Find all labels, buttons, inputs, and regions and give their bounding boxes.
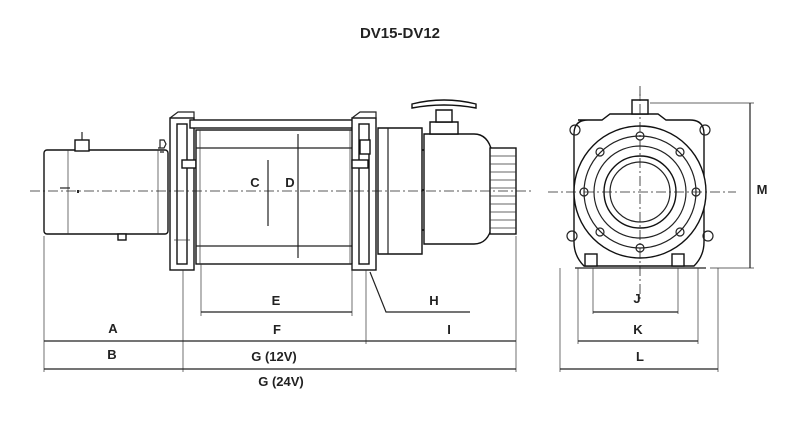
label-l: L [636, 349, 644, 364]
label-k: K [633, 322, 643, 337]
label-i: I [447, 322, 451, 337]
motor-terminal [74, 139, 90, 152]
label-h: H [429, 293, 438, 308]
label-f: F [273, 322, 281, 337]
motor-foot [117, 233, 127, 241]
label-m: M [757, 182, 768, 197]
drawing-title: DV15-DV12 [360, 25, 440, 42]
drum [195, 129, 355, 265]
terminal-bolt [158, 139, 167, 153]
brake-housing [423, 133, 493, 245]
label-c: C [250, 175, 260, 190]
label-a: A [108, 321, 118, 336]
clutch-handle [411, 99, 477, 109]
dim-h-leader [369, 271, 470, 313]
label-e: E [272, 293, 281, 308]
label-g-12v: G (12V) [251, 349, 297, 364]
label-j: J [633, 291, 640, 306]
mount-foot-right [671, 253, 685, 267]
clutch-base [429, 121, 459, 135]
motor-body [43, 149, 169, 235]
end-view: M J K L [548, 86, 767, 372]
mount-foot-left [584, 253, 598, 267]
side-view: C D E H A F I B G (12V) G (24V) [30, 99, 534, 389]
label-g-24v: G (24V) [258, 374, 304, 389]
tie-bar [189, 119, 361, 129]
label-d: D [285, 175, 294, 190]
label-b: B [107, 347, 116, 362]
